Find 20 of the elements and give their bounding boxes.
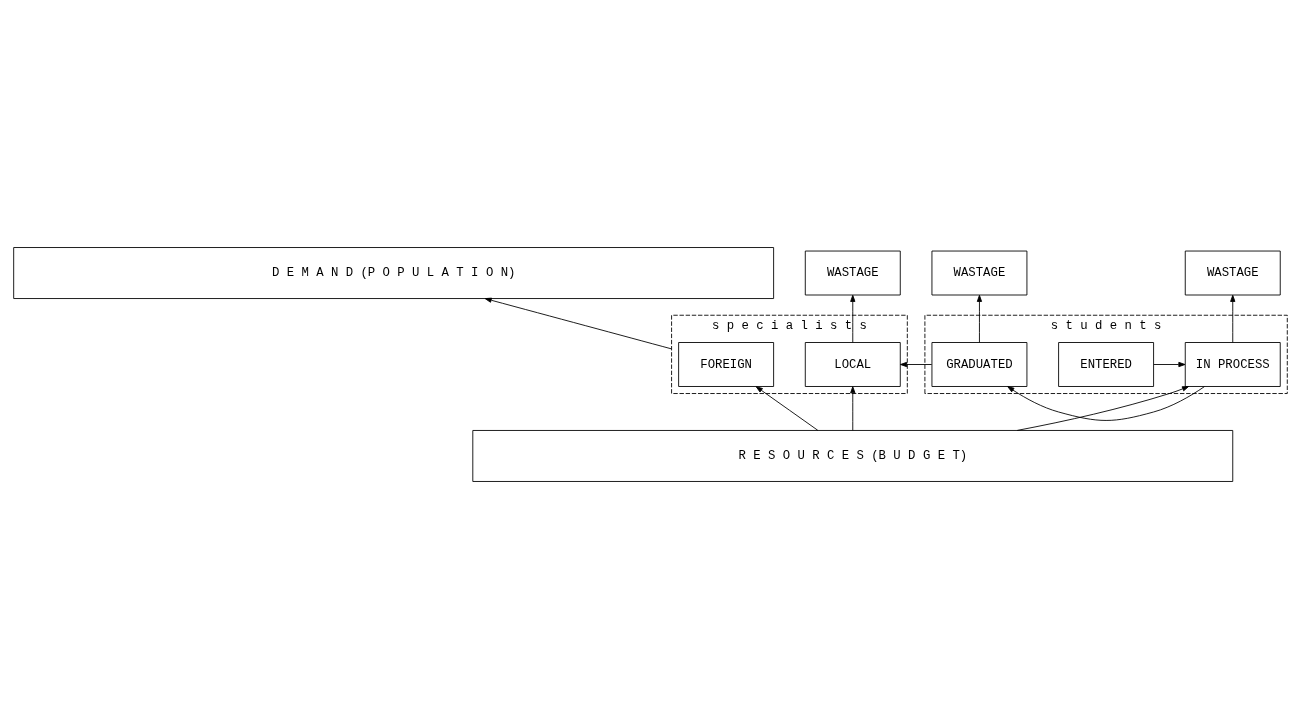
node-box: WASTAGE xyxy=(804,250,901,295)
arrow xyxy=(850,294,856,343)
arrow xyxy=(1007,385,1205,421)
arrow xyxy=(976,294,983,343)
node-box: WASTAGE xyxy=(931,250,1028,295)
arrow xyxy=(850,385,856,431)
node-box: FOREIGN xyxy=(678,341,775,387)
node-box: ENTERED xyxy=(1058,341,1155,387)
node-box: WASTAGE xyxy=(1184,250,1281,295)
arrow xyxy=(484,297,673,349)
node-box: IN PROCESS xyxy=(1184,341,1281,387)
arrow xyxy=(1230,294,1236,343)
arrow xyxy=(755,385,819,431)
arrow xyxy=(1016,385,1190,431)
node-box: GRADUATED xyxy=(931,341,1028,387)
arrow xyxy=(1153,361,1186,367)
node-box: D E M A N D (P O P U L A T I O N) xyxy=(13,246,775,299)
node-box: R E S O U R C E S (B U D G E T) xyxy=(472,429,1234,482)
arrow xyxy=(900,361,933,367)
node-box: LOCAL xyxy=(804,341,901,387)
